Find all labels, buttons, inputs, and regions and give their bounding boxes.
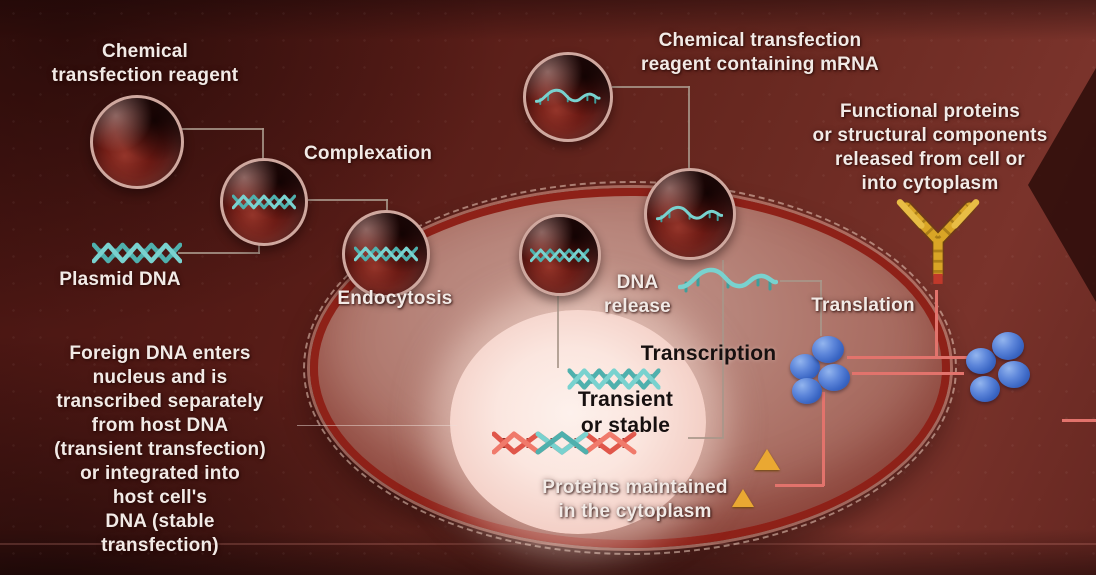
label-endocytosis: Endocytosis [337,288,453,309]
label-translation: Translation [811,295,915,316]
vesicle-chemical-reagent [90,95,184,189]
connector-transcription-elbow [688,437,724,439]
protein-sphere-icon [998,361,1030,388]
protein-sphere-icon [970,376,1000,402]
connector-protein-export-upper [847,356,970,359]
connector-protein-to-cytoplasm [822,392,825,486]
connector-dna-to-nucleus [557,296,559,368]
label-complexation: Complexation [303,143,433,164]
label-plasmid-dna: Plasmid DNA [59,269,181,290]
connector-protein-export-lower [852,372,964,375]
connector-reagent-to-complex [182,128,264,130]
label-foreign-dna-note: Foreign DNA enters nucleus and is transc… [54,343,266,556]
connector-transcription-path [722,260,724,438]
dna-icon [530,247,589,264]
connector-translation-path [780,280,822,282]
connector-plasmid-to-complex-rise [258,242,260,254]
protein-sphere-icon [992,332,1024,360]
connector-plasmid-to-complex [178,252,260,254]
connector-translation-drop [820,280,822,336]
mrna-icon [535,87,601,107]
connector-mrna-vesicle-drop [688,86,690,170]
connector-reagent-to-complex-drop [262,128,264,160]
mrna-icon [656,204,723,224]
plasmid-dna-icon [92,240,182,266]
peptide-triangle-icon [732,489,754,507]
label-functional-proteins: Functional proteins or structural compon… [812,101,1048,194]
antibody-icon [888,194,988,296]
cell-membrane-outline [303,181,957,555]
dna-icon [354,245,418,263]
protein-cluster-released [960,328,1034,406]
protein-sphere-icon [966,348,996,374]
vesicle-dna-release [519,214,601,296]
vesicle-endocytosis [342,210,430,298]
label-dna-release: DNA release [604,272,671,317]
label-proteins-maintained: Proteins maintained in the cytoplasm [542,477,728,522]
vesicle-dna-complex [220,158,308,246]
label-transient-or-stable: Transient or stable [577,388,674,438]
connector-mrna-vesicle-path [612,86,690,88]
connector-note-to-nucleus [297,425,457,426]
connector-protein-to-cytoplasm-elbow [775,484,824,487]
connector-antibody-release [935,290,938,358]
vesicle-mrna-reagent [523,52,613,142]
protein-sphere-icon [792,378,822,404]
protein-cluster-cytoplasm [786,334,856,408]
label-transcription: Transcription [640,342,777,365]
connector-complex-to-endocytosis [308,199,388,201]
label-mrna-reagent: Chemical transfection reagent containing… [641,30,879,75]
protein-sphere-icon [818,364,850,391]
peptide-triangle-icon [754,449,780,470]
cell-nucleus [450,310,706,534]
connector-right-edge [1062,419,1096,422]
protein-sphere-icon [812,336,844,363]
released-mrna-icon [678,264,778,296]
label-chemical-reagent: Chemical transfection reagent [51,41,239,86]
dna-icon [232,193,296,211]
vesicle-mrna-entering [644,168,736,260]
connector-complex-to-endocytosis-drop [386,199,388,215]
